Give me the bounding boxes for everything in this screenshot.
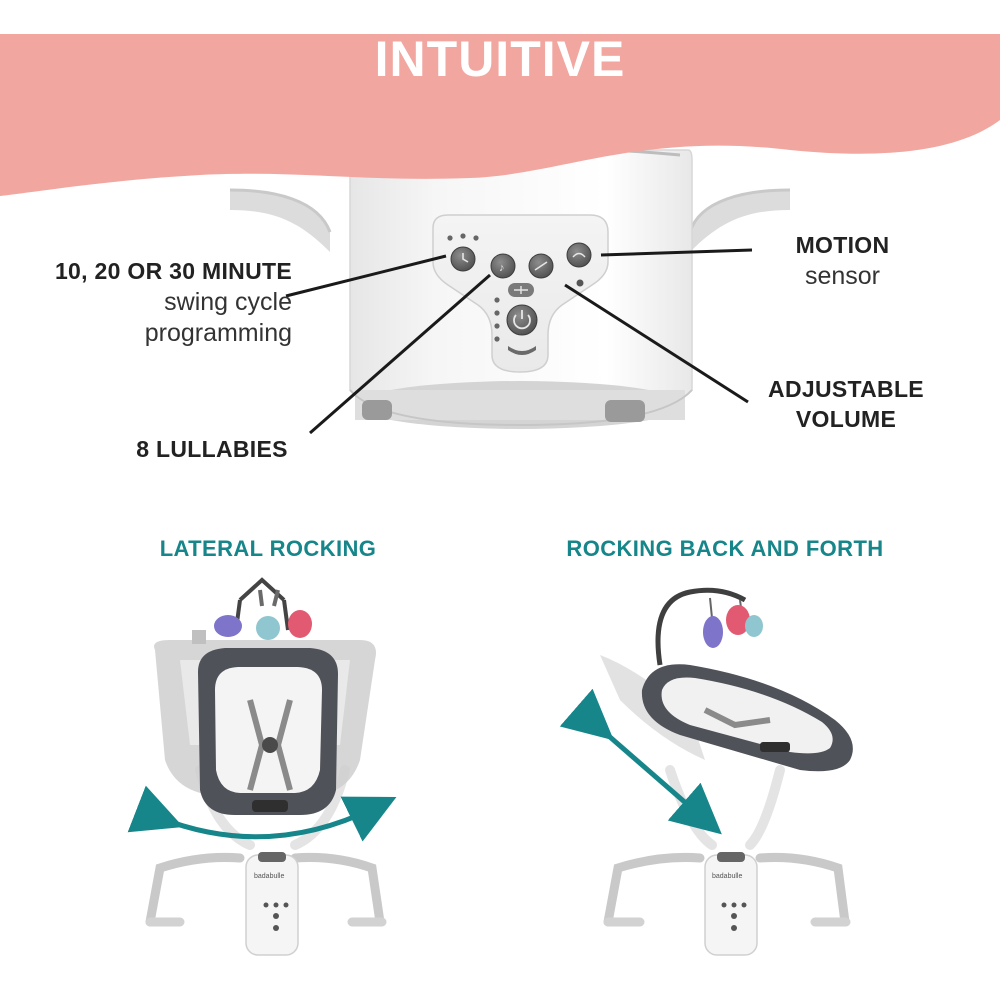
unit-handles [229,188,791,252]
callout-lullabies: 8 LULLABIES [120,436,304,463]
svg-text:badabulle: badabulle [712,873,742,880]
callout-volume-line2: VOLUME [795,406,897,432]
callout-volume-line1: ADJUSTABLE [768,376,924,402]
svg-text:♪: ♪ [499,262,505,274]
section-title-lateral: LATERAL ROCKING [159,536,377,561]
callout-timer-line1: swing cycle [164,288,292,316]
svg-text:badabulle: badabulle [254,873,284,880]
callout-motion: MOTION sensor [760,230,925,292]
section-title-back-forth: ROCKING BACK AND FORTH [566,536,884,561]
leader-lines [285,248,753,435]
callout-motion-line1: sensor [804,262,881,290]
banner-shape [0,34,1000,196]
right-swing: badabulle [559,587,853,956]
callout-volume: ADJUSTABLE VOLUME [746,374,946,434]
callout-lullabies-heading: 8 LULLABIES [136,436,288,462]
callout-timer-line2: programming [144,319,292,347]
left-swing: badabulle [127,577,397,956]
control-panel: ♪ [432,214,609,373]
banner-title: INTUITIVE [374,31,626,87]
callout-timer-heading: 10, 20 OR 30 MINUTE [54,258,292,284]
callout-timer: 10, 20 OR 30 MINUTE swing cycle programm… [30,256,292,349]
callout-motion-heading: MOTION [795,232,890,258]
